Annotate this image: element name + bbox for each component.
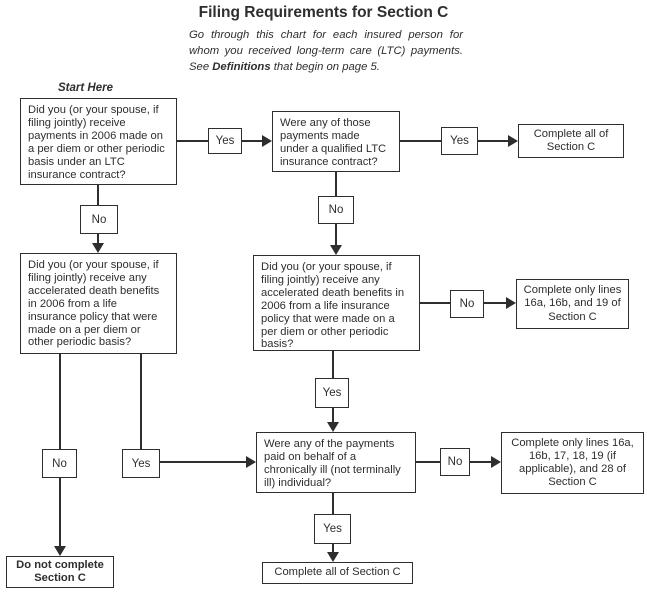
connector-line [332,544,334,552]
arrowhead-right-icon [491,456,501,468]
instructions-text-2: that begin on page 5. [270,61,380,73]
definitions-reference: Definitions [212,61,271,73]
connector-line [335,224,337,245]
connector-line [332,493,334,514]
no-label-q3: No [42,449,77,478]
start-here-label: Start Here [58,82,113,94]
arrowhead-down-icon [327,422,339,432]
no-label-q2: No [318,196,354,224]
outcome-lines-16a-16b-19: Complete only lines 16a, 16b, and 19 of … [516,279,629,329]
page-title: Filing Requirements for Section C [198,4,449,21]
connector-line [478,140,509,142]
chart-instructions: Go through this chart for each insured p… [189,27,463,75]
question-ltc-per-diem-payments: Did you (or your spouse, if filing joint… [20,98,177,185]
connector-line [59,354,61,449]
connector-line [400,140,441,142]
yes-label-q2: Yes [441,127,478,155]
connector-line [332,351,334,378]
question-accelerated-death-benefits-left: Did you (or your spouse, if filing joint… [20,253,177,354]
question-chronically-ill: Were any of the payments paid on behalf … [256,432,416,493]
connector-line [177,140,208,142]
yes-label-q5: Yes [314,514,351,544]
arrowhead-right-icon [508,135,518,147]
arrowhead-right-icon [262,135,272,147]
arrowhead-down-icon [327,552,339,562]
outcome-do-not-complete: Do not complete Section C [6,556,114,588]
yes-label-q3: Yes [122,449,160,478]
connector-line [97,234,99,243]
connector-line [160,461,246,463]
yes-label-q4: Yes [315,378,349,408]
connector-line [420,302,450,304]
connector-line [59,478,61,546]
arrowhead-down-icon [92,243,104,253]
connector-line [335,172,337,196]
connector-line [97,185,99,205]
outcome-complete-all-top: Complete all of Section C [518,124,624,158]
no-label-q4: No [450,290,484,318]
connector-line [484,302,507,304]
no-label-q1: No [80,205,118,234]
connector-line [140,354,142,449]
connector-line [332,408,334,422]
outcome-complete-all-bottom: Complete all of Section C [262,562,413,584]
question-qualified-ltc-contract: Were any of those payments made under a … [272,111,400,172]
connector-line [470,461,491,463]
connector-line [242,140,264,142]
arrowhead-down-icon [330,245,342,255]
arrowhead-right-icon [506,297,516,309]
arrowhead-right-icon [246,456,256,468]
yes-label-q1: Yes [208,128,242,154]
connector-line [416,461,440,463]
question-accelerated-death-benefits-center: Did you (or your spouse, if filing joint… [253,255,420,351]
instructions-text-1: Go through this chart for each insured p… [189,29,463,73]
no-label-q5: No [440,448,470,476]
arrowhead-down-icon [54,546,66,556]
outcome-lines-16a-17-18-19-28: Complete only lines 16a, 16b, 17, 18, 19… [501,432,644,494]
